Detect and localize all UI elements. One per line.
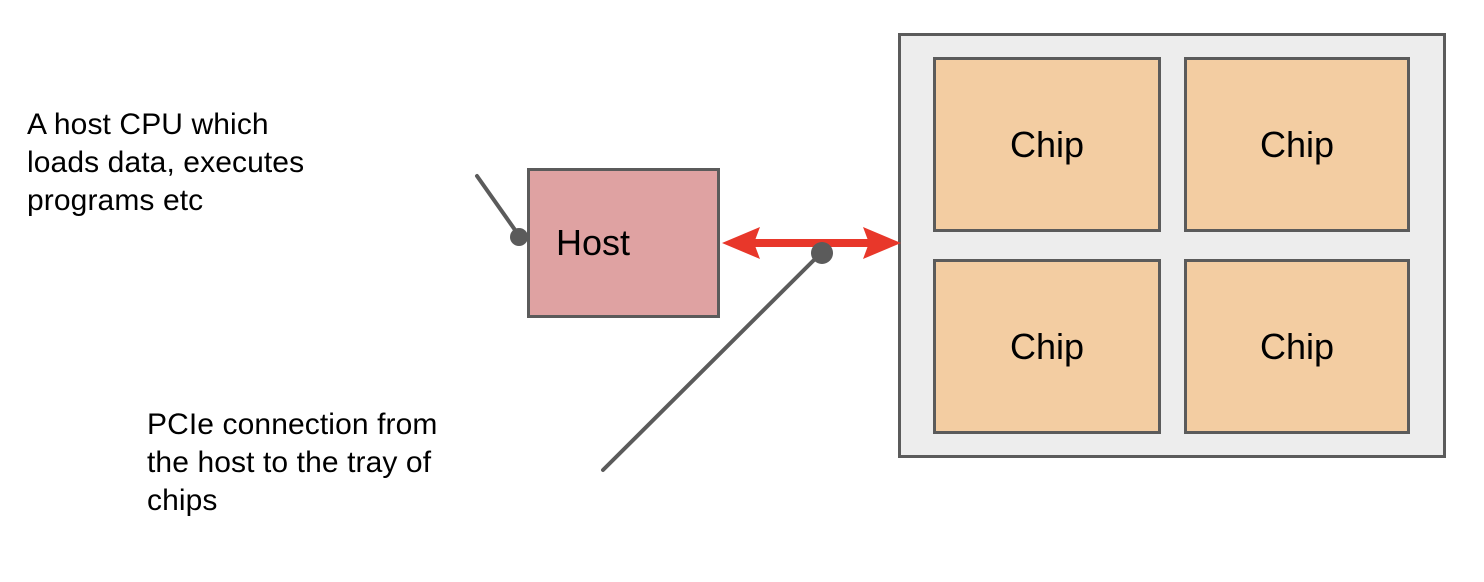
host-label: Host <box>556 222 631 263</box>
chip-block[interactable]: Chip <box>933 259 1161 434</box>
pcie-arrow-shaft <box>742 239 882 247</box>
pcie-arrow-head-left <box>722 227 760 259</box>
chip-label: Chip <box>1009 123 1085 165</box>
chip-label: Chip <box>1009 325 1085 367</box>
host-callout-anchor-dot <box>510 228 528 246</box>
chip-block[interactable]: Chip <box>1184 57 1410 232</box>
pcie-callout-text: PCIe connection from the host to the tra… <box>147 408 438 517</box>
pcie-arrow-head-right <box>863 227 901 259</box>
pcie-arrow[interactable] <box>722 227 901 259</box>
host-box[interactable]: Host <box>527 168 720 318</box>
chip-label: Chip <box>1259 325 1335 367</box>
chip-label: Chip <box>1259 123 1335 165</box>
chip-block[interactable]: Chip <box>933 57 1161 232</box>
chip-tray[interactable]: Chip Chip Chip Chip <box>898 33 1446 458</box>
host-callout-text: A host CPU which loads data, executes pr… <box>27 108 305 217</box>
host-callout-leader-line <box>475 174 522 239</box>
pcie-callout-anchor-dot <box>811 242 833 264</box>
chip-block[interactable]: Chip <box>1184 259 1410 434</box>
